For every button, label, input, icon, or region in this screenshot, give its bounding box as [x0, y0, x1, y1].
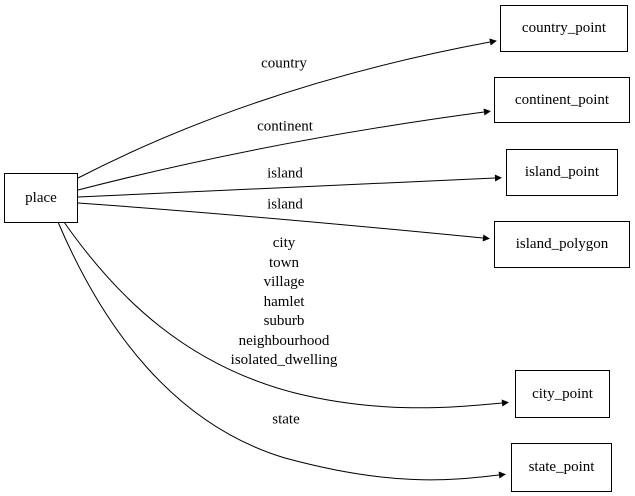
node-city-point: city_point [515, 370, 610, 418]
node-country-point: country_point [500, 5, 628, 52]
edge-place-island-polygon [77, 202, 490, 242]
edge-place-state-point [57, 221, 506, 481]
node-place: place [4, 173, 78, 223]
node-island-point: island_point [506, 149, 618, 196]
edge-place-country-point [77, 38, 497, 179]
edge-label-island-polygon: island [267, 196, 303, 213]
node-state-point: state_point [511, 443, 612, 492]
edge-place-city-point [63, 221, 509, 409]
edge-place-continent-point [77, 108, 491, 191]
node-continent-point: continent_point [494, 77, 630, 123]
edge-label-continent: continent [257, 118, 313, 135]
edge-label-state: state [272, 411, 300, 428]
node-island-polygon: island_polygon [494, 221, 630, 268]
edge-label-city-group: city town village hamlet suburb neighbou… [230, 234, 338, 368]
edge-label-country: country [261, 55, 307, 72]
edge-label-island-point: island [267, 165, 303, 182]
